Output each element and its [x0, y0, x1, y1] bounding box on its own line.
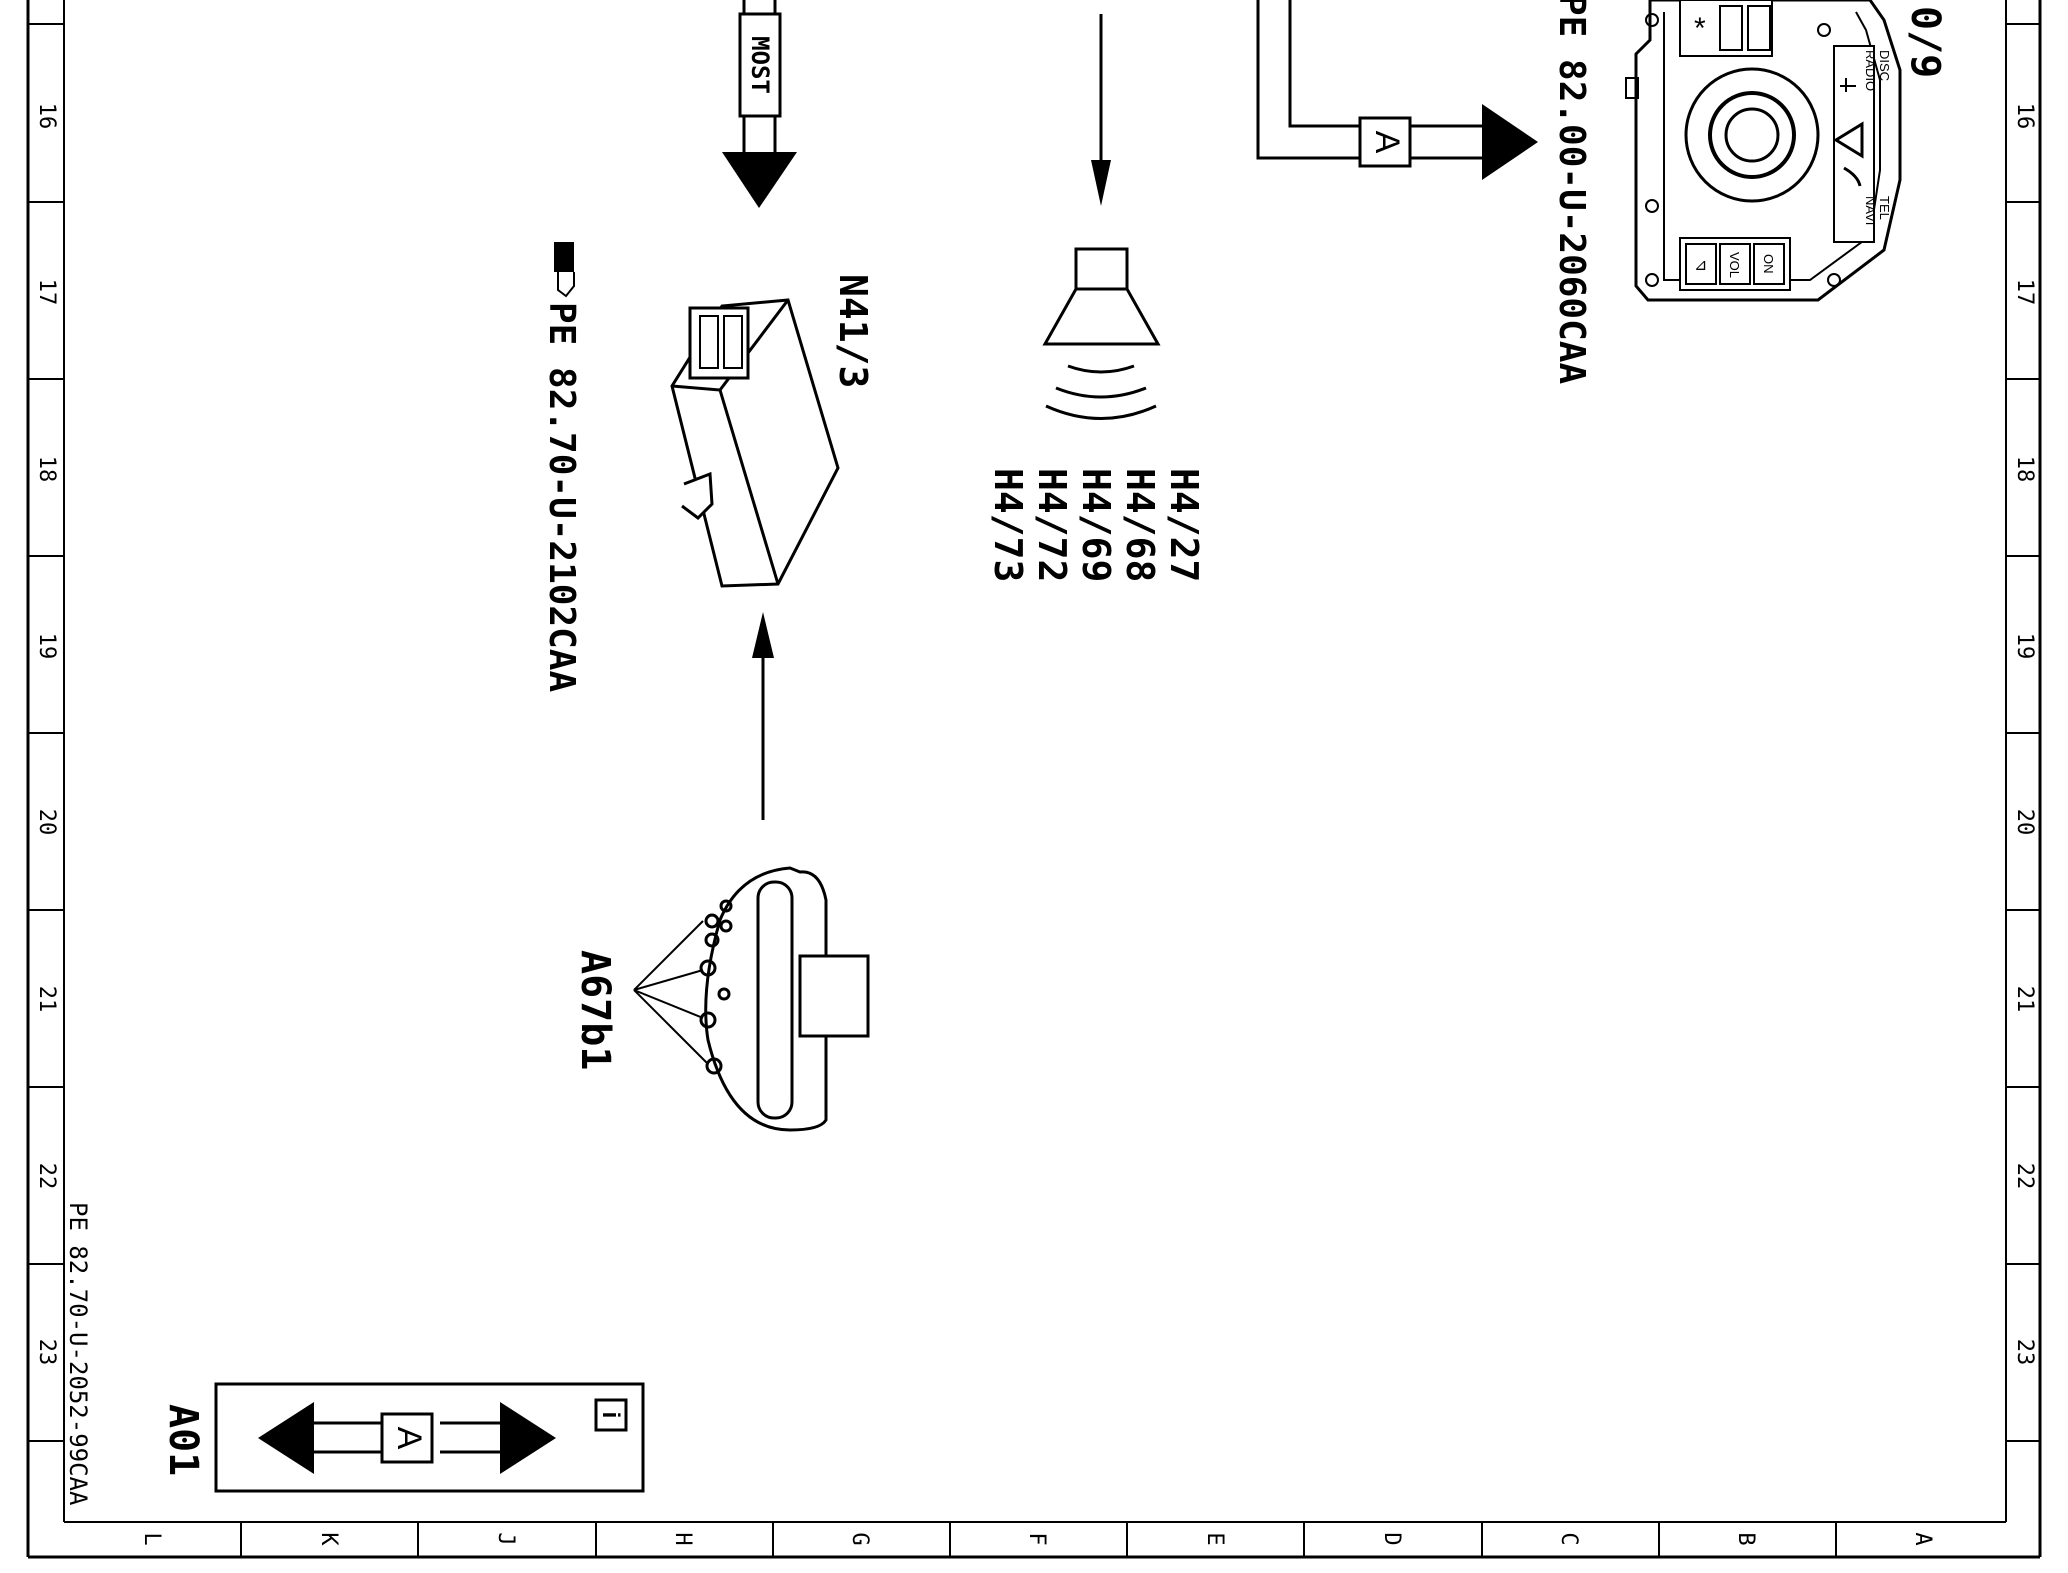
- row-label: 17: [34, 279, 59, 306]
- drawing-frame: 16 16 17 17 18 18 19 19 20 20 21 21 22 2…: [26, 0, 2042, 1559]
- module-doc-ref: PE 82.70-U-2102CAA: [541, 302, 582, 692]
- row-label: 20: [2012, 809, 2037, 836]
- row-label: 19: [2012, 633, 2037, 660]
- double-arrow-icon: [500, 1402, 556, 1474]
- column-label: B: [1733, 1532, 1758, 1545]
- row-label: 22: [34, 1163, 59, 1190]
- row-label: 21: [2012, 986, 2037, 1013]
- double-arrow-icon: [258, 1402, 314, 1474]
- arrow-right-icon: [1482, 104, 1538, 180]
- speaker-label: H4/73: [986, 468, 1030, 582]
- speaker-label: H4/72: [1030, 468, 1074, 582]
- info-icon: [594, 1398, 628, 1432]
- module-id: N41/3: [831, 274, 875, 388]
- switch-label-vol: VOL: [1727, 252, 1742, 278]
- steering-switch-id: 0/9: [1902, 6, 1948, 78]
- speaker-label: H4/27: [1162, 468, 1206, 582]
- microphone-signal-line: [752, 612, 774, 820]
- phone-icon: [1843, 166, 1862, 187]
- speaker-label: H4/68: [1118, 468, 1162, 582]
- speaker-icon: [1042, 247, 1161, 420]
- drawing-id: PE 82.70-U-2052-99CAA: [64, 1202, 92, 1506]
- arrow-down-icon: [1091, 160, 1111, 206]
- row-label: 20: [34, 809, 59, 836]
- column-label: D: [1379, 1532, 1404, 1545]
- column-label: F: [1024, 1532, 1049, 1545]
- row-label: 23: [34, 1339, 59, 1366]
- steering-switch-icon: * DISC RADIO TEL NAVI VOL ON ⊿: [1625, 0, 1902, 302]
- back-arrow-icon: [1840, 78, 1856, 92]
- microphone-id: A67b1: [572, 950, 618, 1070]
- column-label: E: [1202, 1532, 1227, 1545]
- column-label: K: [316, 1532, 341, 1546]
- row-label: 17: [2012, 279, 2037, 306]
- row-label: 18: [34, 456, 59, 483]
- arrow-up-icon: [752, 612, 774, 658]
- connection-a-label: A: [1368, 131, 1406, 154]
- legend-id: A01: [160, 1404, 206, 1476]
- column-label: G: [847, 1532, 872, 1545]
- legend-symbol: A: [390, 1427, 428, 1450]
- row-label: 16: [2012, 103, 2037, 130]
- switch-label-tel: TEL: [1877, 196, 1892, 220]
- legend-box: A i: [214, 1382, 645, 1493]
- asterisk-button-icon: *: [1694, 12, 1706, 45]
- steering-switch-doc-ref: PE 82.00-U-2060CAA: [1551, 0, 1592, 384]
- hand-pointer-icon: [554, 242, 575, 298]
- speaker-signal-line: [1091, 14, 1111, 206]
- control-module-icon: [670, 298, 840, 588]
- column-label: L: [139, 1532, 164, 1545]
- row-label: 19: [34, 633, 59, 660]
- microphone-icon: [633, 866, 870, 1132]
- mute-icon: ⊿: [1694, 257, 1707, 274]
- row-label: 18: [2012, 456, 2037, 483]
- switch-label-disc: DISC: [1877, 50, 1892, 81]
- speaker-label: H4/69: [1074, 468, 1118, 582]
- row-label: 16: [34, 103, 59, 130]
- switch-label-radio: RADIO: [1863, 50, 1878, 91]
- most-bus-label: MOST: [746, 36, 774, 94]
- most-bus-connection: MOST: [722, 0, 797, 208]
- switch-label-navi: NAVI: [1863, 196, 1878, 225]
- column-label: J: [493, 1532, 518, 1545]
- connection-a-line: A: [1256, 0, 1538, 180]
- row-label: 21: [34, 986, 59, 1013]
- column-label: A: [1910, 1532, 1935, 1545]
- row-label: 23: [2012, 1339, 2037, 1366]
- column-label: C: [1556, 1532, 1581, 1545]
- row-label: 22: [2012, 1163, 2037, 1190]
- switch-label-on: ON: [1761, 254, 1776, 274]
- speaker-labels: H4/27 H4/68 H4/69 H4/72 H4/73: [986, 468, 1206, 582]
- info-symbol: i: [597, 1412, 624, 1419]
- column-label: H: [670, 1532, 695, 1545]
- up-triangle-icon: [1833, 121, 1864, 159]
- arrow-down-icon: [722, 152, 797, 208]
